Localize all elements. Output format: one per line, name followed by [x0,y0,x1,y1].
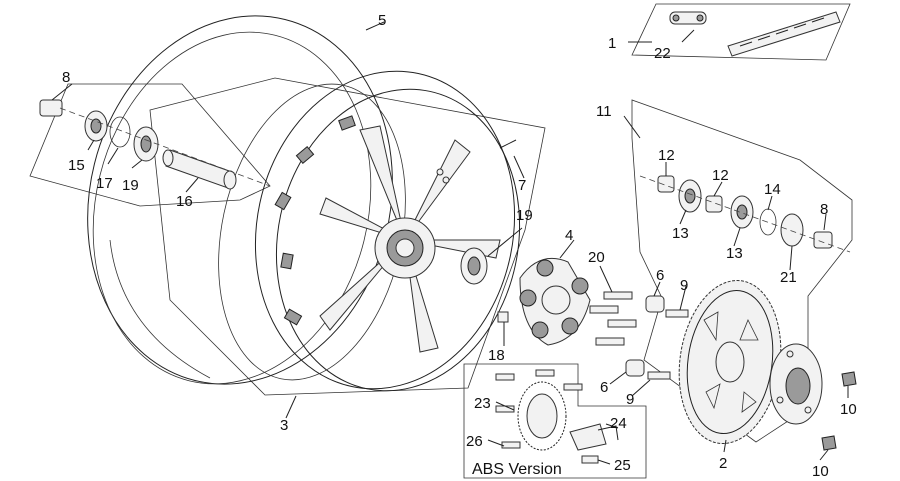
screws-20 [589,291,637,346]
sprocket-part-2 [678,280,782,444]
spacer-8-left [39,99,63,117]
axle-spacer-16 [165,149,233,189]
rim-part [218,70,521,392]
label-23: 23 [474,395,491,412]
axle-group-panel [29,83,271,207]
sprocket-carrier [769,343,823,425]
wheel-group-panel [149,77,546,396]
abs-version-title: ABS Version [472,461,562,478]
bearing-19-right [460,247,488,285]
label-25: 25 [614,457,631,474]
label-12-right: 12 [712,167,729,184]
label-15: 15 [68,157,85,174]
label-22: 22 [654,45,671,62]
label-1: 1 [608,35,616,52]
label-13-right: 13 [726,245,743,262]
label-20: 20 [588,249,605,266]
label-26: 26 [466,433,483,450]
label-11: 11 [596,103,612,120]
label-9-lower: 9 [626,391,634,408]
label-19-right: 19 [516,207,533,224]
bushes-6-and-studs-9 [625,295,689,380]
label-14: 14 [764,181,781,198]
abs-version-box [463,363,647,479]
label-12-left: 12 [658,147,675,164]
label-19-left: 19 [122,177,139,194]
carrier-bearings [639,175,851,253]
flange-part-4 [497,258,591,346]
label-9-upper: 9 [680,277,688,294]
abs-sensor [569,423,619,464]
chain-group-panel [631,3,851,61]
label-5: 5 [378,12,386,29]
label-8-right: 8 [820,201,828,218]
label-13-left: 13 [672,225,689,242]
label-18: 18 [488,347,505,364]
label-7: 7 [518,177,526,194]
label-21: 21 [780,269,797,286]
label-8-left: 8 [62,69,70,86]
label-24: 24 [610,415,627,432]
pin-18 [497,311,509,323]
tire-part [87,15,393,385]
label-2: 2 [719,455,727,472]
label-6-upper: 6 [656,267,664,284]
label-17: 17 [96,175,113,192]
nuts-10 [821,371,857,451]
label-16: 16 [176,193,193,210]
label-10-upper: 10 [840,401,857,418]
circlip-17 [109,116,131,148]
label-4: 4 [565,227,573,244]
label-3: 3 [280,417,288,434]
label-10-lower: 10 [812,463,829,480]
label-6-lower: 6 [600,379,608,396]
abs-tone-ring [495,369,583,451]
leader-lines [51,21,849,465]
chain-part [669,11,841,57]
axle-left-parts [39,99,271,190]
